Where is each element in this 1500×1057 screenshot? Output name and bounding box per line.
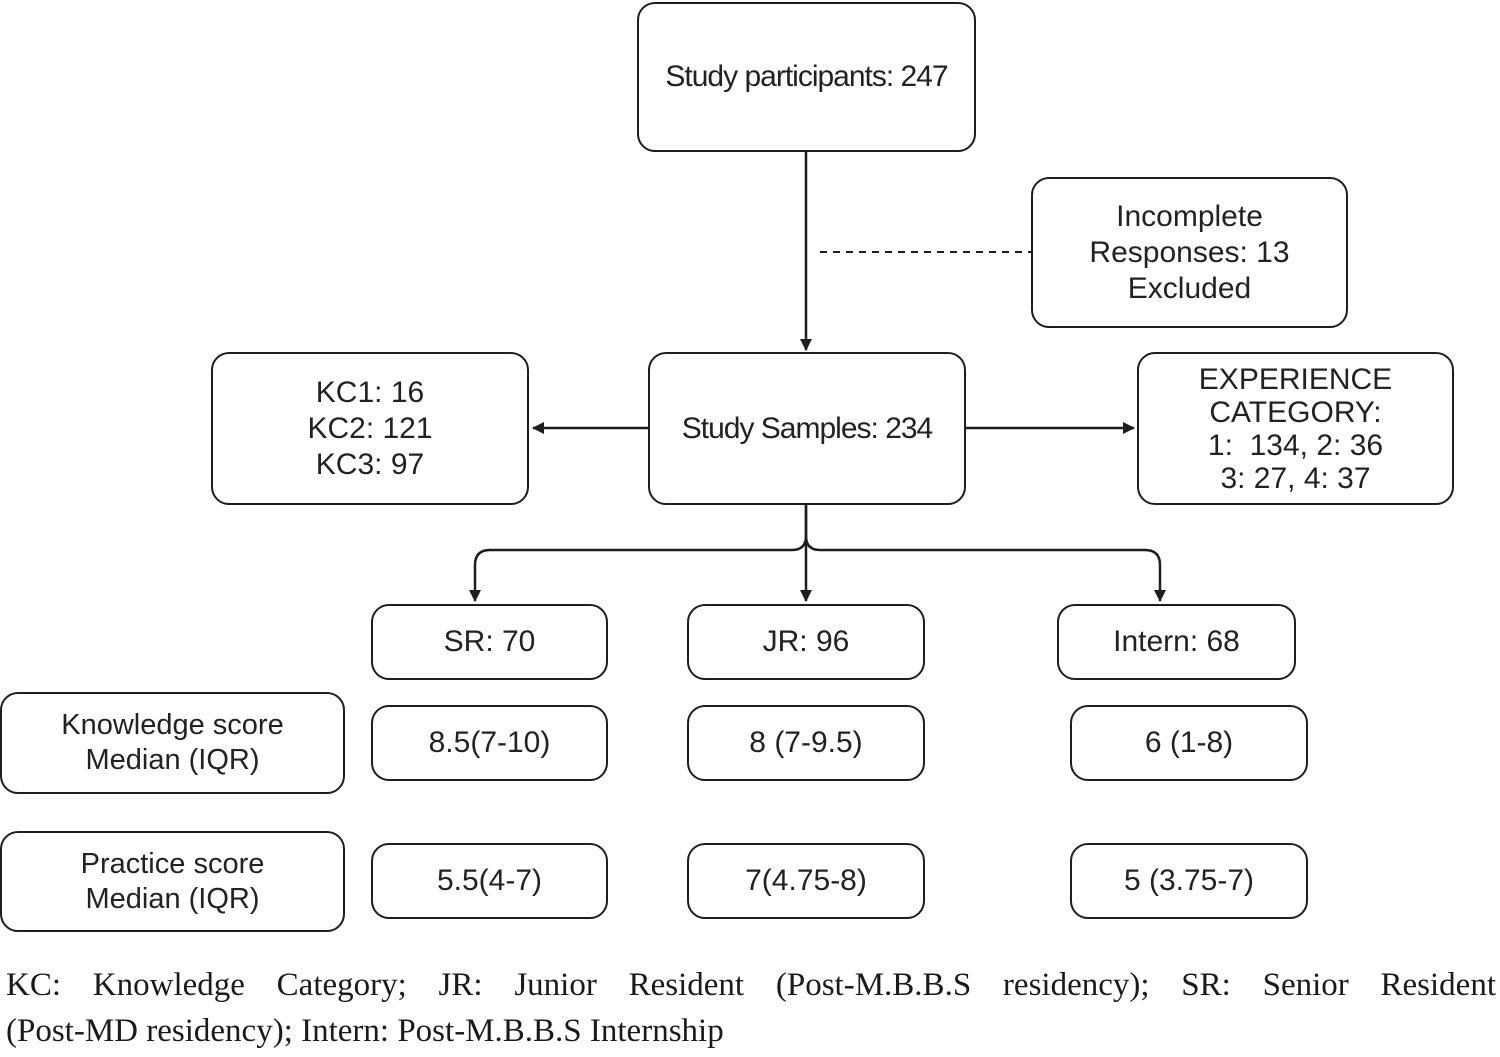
practice-score-intern: 5 (3.75-7): [1070, 843, 1308, 919]
practice-label-line-1: Practice score: [80, 847, 265, 880]
practice-score-label-box: Practice score Median (IQR): [0, 831, 345, 932]
caption-line-2: (Post-MD residency); Intern: Post-M.B.B.…: [6, 1013, 724, 1049]
flowchart-connectors: [469, 152, 1166, 602]
practice-value-jr: 7(4.75-8): [745, 864, 867, 897]
practice-score-sr: 5.5(4-7): [371, 843, 608, 919]
kc-line-2: KC2: 121: [307, 411, 433, 445]
study-samples-label: Study Samples: 234: [681, 411, 933, 445]
kc-line-3: KC3: 97: [315, 447, 425, 481]
knowledge-score-intern: 6 (1-8): [1070, 705, 1308, 781]
group-box-jr: JR: 96: [687, 604, 925, 680]
knowledge-label-line-2: Median (IQR): [85, 744, 260, 776]
excluded-line-3: Excluded: [1127, 271, 1252, 305]
knowledge-categories-box: KC1: 16 KC2: 121 KC3: 97: [211, 352, 529, 505]
caption-line-1: KC: Knowledge Category; JR: Junior Resid…: [6, 967, 1496, 1003]
knowledge-value-sr: 8.5(7-10): [428, 726, 551, 759]
study-participants-label: Study participants: 247: [665, 60, 948, 93]
excluded-box: Incomplete Responses: 13 Excluded: [1031, 177, 1348, 328]
practice-value-sr: 5.5(4-7): [436, 864, 543, 897]
kc-line-1: KC1: 16: [315, 375, 425, 409]
group-label-sr: SR: 70: [443, 625, 536, 658]
experience-line-1: EXPERIENCE: [1198, 362, 1393, 396]
experience-category-box: EXPERIENCE CATEGORY: 1: 134, 2: 36 3: 27…: [1137, 352, 1454, 505]
group-label-jr: JR: 96: [762, 625, 850, 658]
experience-line-2: CATEGORY:: [1209, 395, 1382, 429]
knowledge-score-sr: 8.5(7-10): [371, 705, 608, 781]
excluded-line-1: Incomplete: [1116, 199, 1263, 233]
experience-line-3: 1: 134, 2: 36: [1207, 428, 1384, 462]
practice-score-jr: 7(4.75-8): [687, 843, 925, 919]
study-participants-box: Study participants: 247: [637, 2, 976, 152]
knowledge-label-line-1: Knowledge score: [61, 709, 284, 742]
group-label-intern: Intern: 68: [1113, 625, 1240, 658]
knowledge-value-intern: 6 (1-8): [1144, 726, 1234, 759]
group-box-intern: Intern: 68: [1057, 604, 1296, 680]
arrow-samples-to-sr: [469, 505, 808, 602]
practice-value-intern: 5 (3.75-7): [1123, 864, 1255, 897]
group-box-sr: SR: 70: [371, 604, 608, 680]
study-samples-box: Study Samples: 234: [648, 352, 966, 505]
knowledge-score-jr: 8 (7-9.5): [687, 705, 925, 781]
knowledge-score-label-box: Knowledge score Median (IQR): [0, 692, 345, 794]
knowledge-value-jr: 8 (7-9.5): [749, 726, 863, 759]
excluded-line-2: Responses: 13: [1089, 235, 1290, 269]
practice-label-line-2: Median (IQR): [85, 882, 260, 915]
experience-line-4: 3: 27, 4: 37: [1220, 461, 1371, 495]
figure-caption: KC: Knowledge Category; JR: Junior Resid…: [6, 962, 1496, 1054]
arrow-samples-to-intern: [804, 535, 1166, 602]
